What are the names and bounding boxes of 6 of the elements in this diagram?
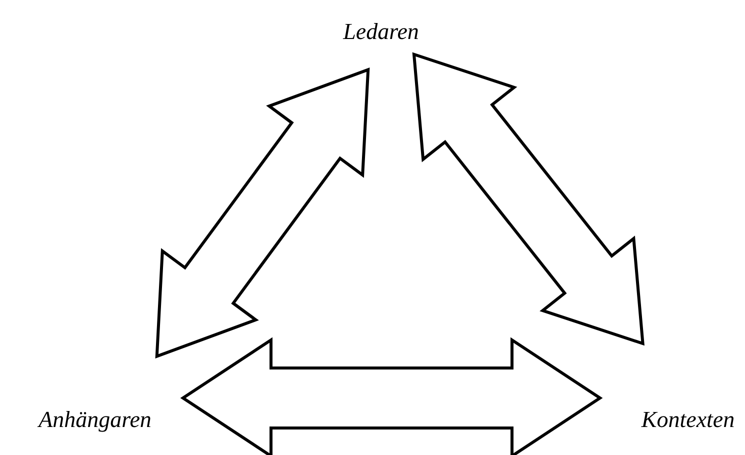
block-arrow [180,337,603,455]
block-arrow [155,68,370,358]
node-label: Ledaren [343,19,419,45]
node-label: Kontexten [641,407,735,433]
node-label: Anhängaren [38,407,152,433]
block-arrow [412,52,644,346]
